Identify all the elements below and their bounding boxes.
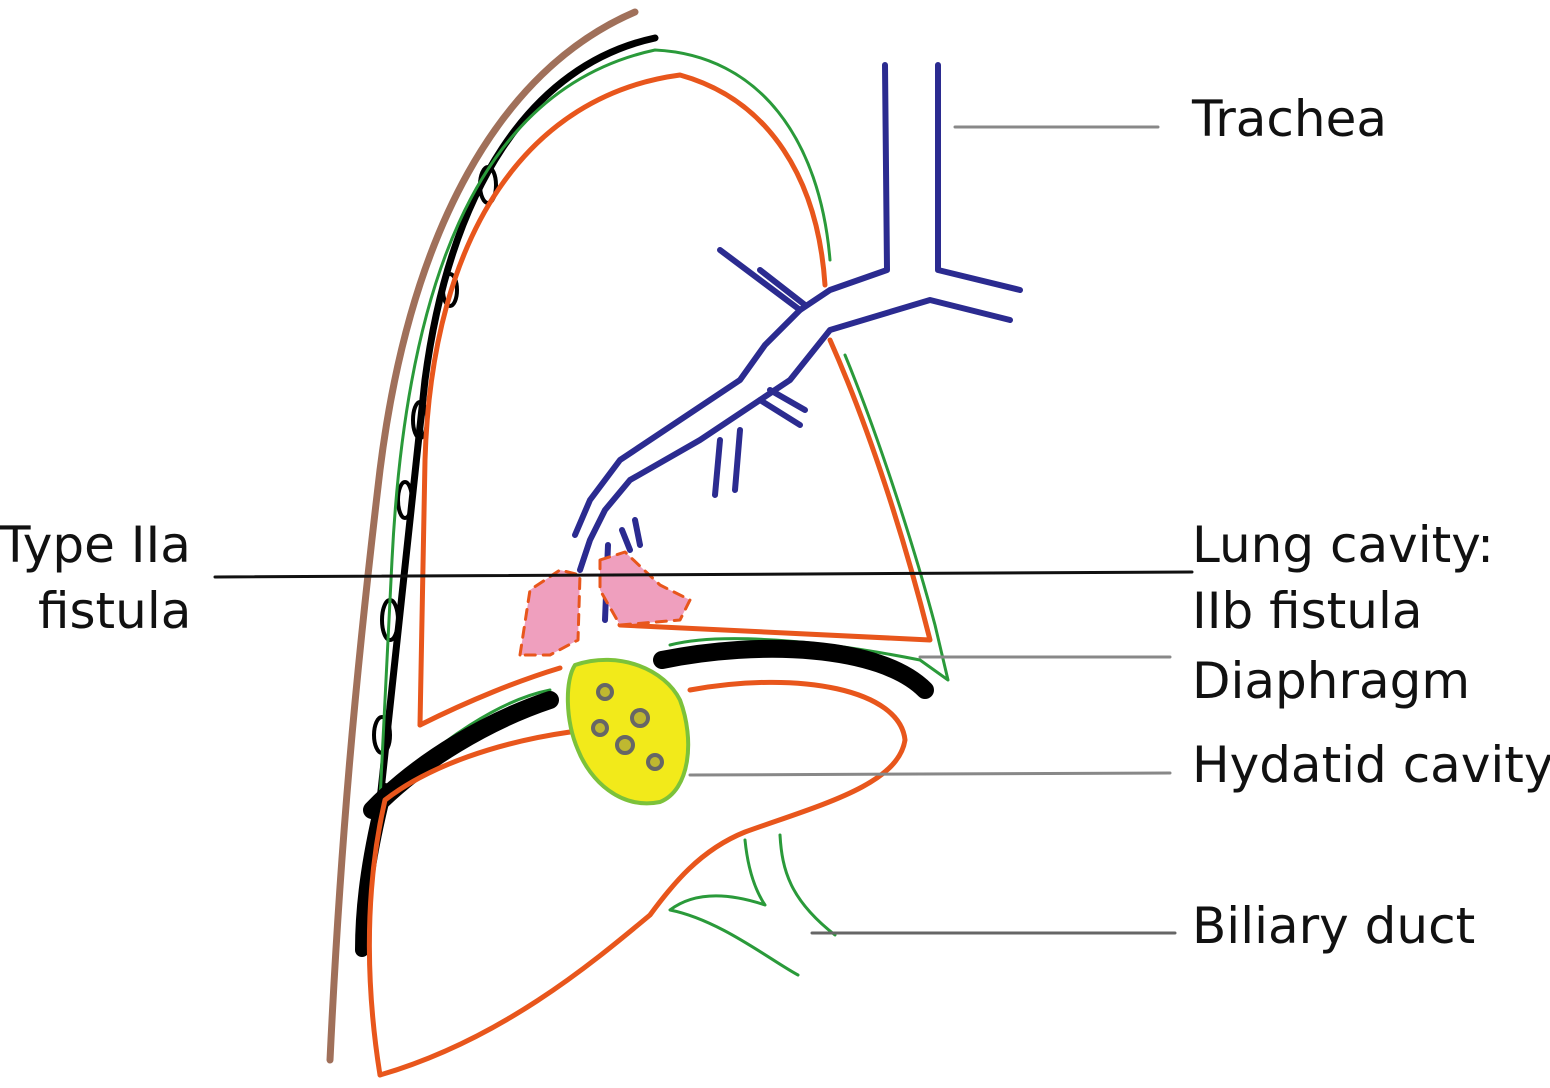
- biliary-duct: [668, 833, 837, 977]
- label-diaphragm: Diaphragm: [1192, 652, 1471, 710]
- lung-cavity-left: [518, 568, 582, 657]
- bronchial-tree: [572, 62, 1023, 623]
- label-trachea: Trachea: [1192, 90, 1387, 148]
- chest-wall: [326, 8, 639, 1064]
- pleura-lower: [668, 353, 950, 682]
- ribs-line: [376, 34, 659, 804]
- label-lung-cavity-line1: Lung cavity:: [1192, 516, 1495, 574]
- label-biliary-duct: Biliary duct: [1192, 897, 1476, 955]
- label-hydatid-cavity: Hydatid cavity: [1192, 736, 1550, 794]
- hydatid-cavity: [565, 657, 691, 806]
- diaphragm-right: [653, 639, 934, 699]
- leader-lines: [213, 125, 1194, 935]
- daughter-cysts: [591, 683, 664, 771]
- pleura-outer: [378, 48, 832, 802]
- lung-outline: [417, 72, 828, 728]
- diaphragm-left: [363, 691, 559, 819]
- label-type-iia-line1: Type IIa: [0, 516, 191, 574]
- label-type-iia-line2: fistula: [38, 582, 192, 640]
- lung-lower-outline: [417, 337, 933, 728]
- lung-cavity-right: [598, 550, 692, 627]
- label-lung-cavity-line2: IIb fistula: [1192, 582, 1423, 640]
- liver-outline: [366, 679, 908, 1078]
